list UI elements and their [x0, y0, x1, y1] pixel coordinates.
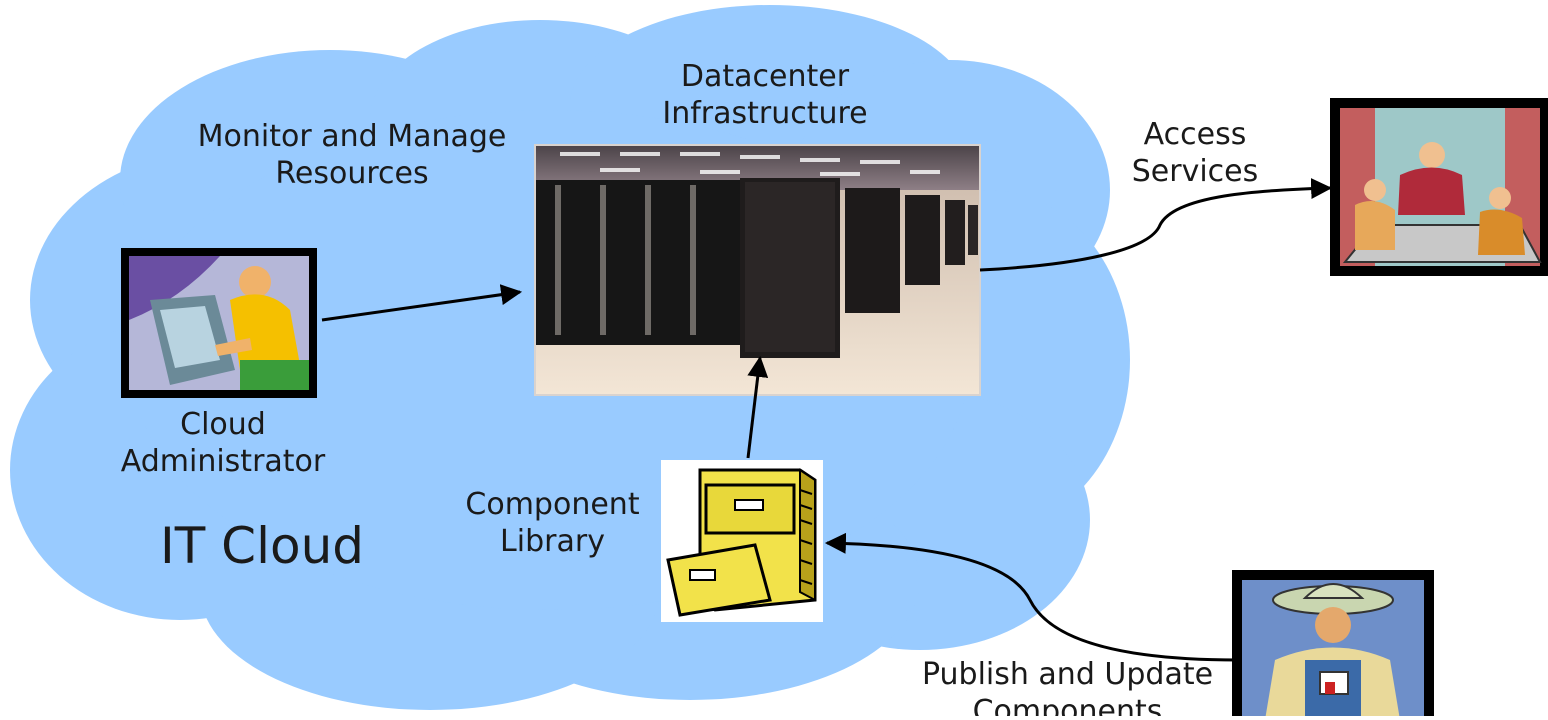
library-label: Component Library [440, 486, 665, 560]
admin-label: Cloud Administrator [88, 406, 358, 480]
publish-label: Publish and Update Components [895, 656, 1240, 716]
admin-label-line-1: Cloud [180, 407, 266, 442]
datacenter-label-line-2: Infrastructure [662, 96, 868, 131]
publisher-image [1232, 570, 1434, 720]
edge-monitor-arrow [321, 284, 523, 322]
edge-library-arrow [746, 355, 769, 459]
cloud-label: IT Cloud [160, 517, 365, 575]
publish-label-line-2: Components [972, 694, 1163, 716]
monitor-label-line-1: Monitor and Manage [197, 119, 507, 154]
consumers-image [1330, 98, 1548, 276]
admin-image [121, 248, 317, 398]
access-label: Access Services [1110, 116, 1280, 190]
library-label-line-2: Library [500, 524, 605, 559]
publish-label-line-1: Publish and Update [921, 657, 1214, 692]
library-label-line-1: Component [465, 487, 640, 522]
access-label-line-1: Access [1143, 117, 1247, 152]
admin-label-line-2: Administrator [120, 444, 326, 479]
access-label-line-2: Services [1131, 154, 1259, 189]
datacenter-label: Datacenter Infrastructure [620, 58, 910, 132]
edge-access-arrow [979, 178, 1333, 272]
library-image [661, 460, 823, 622]
datacenter-label-line-1: Datacenter [680, 59, 850, 94]
datacenter-image [534, 144, 981, 396]
monitor-label-line-2: Resources [275, 156, 429, 191]
monitor-label: Monitor and Manage Resources [172, 118, 532, 192]
edge-publish-arrow [824, 532, 1239, 662]
